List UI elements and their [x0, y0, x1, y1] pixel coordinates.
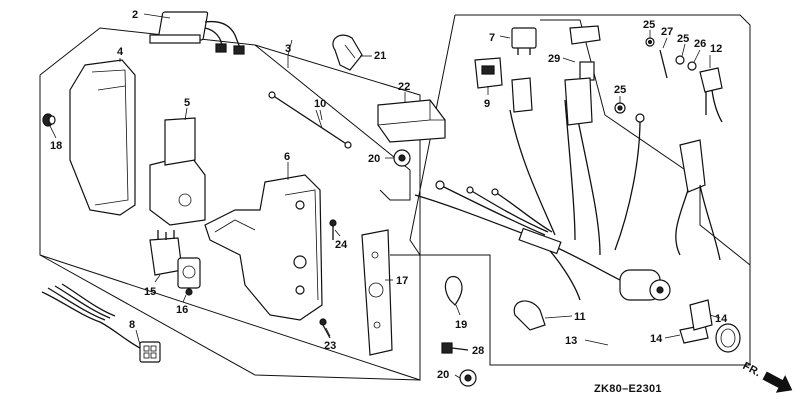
diagram-code: ZK80–E2301: [594, 383, 662, 395]
leader-lines: [49, 13, 721, 379]
part-12-terminal: [699, 67, 723, 123]
solenoid: [619, 269, 671, 301]
part-16-socket: [177, 257, 201, 296]
callout-14-left: 14: [650, 333, 663, 345]
callout-27: 27: [661, 26, 673, 38]
callout-8: 8: [129, 319, 135, 331]
part-17-gasket: [361, 229, 393, 356]
callout-3: 3: [285, 43, 291, 55]
callout-24: 24: [335, 239, 348, 251]
part-hardware-stack: [614, 37, 697, 114]
part-2-module: [149, 11, 245, 55]
front-direction-arrow: FR.: [741, 360, 793, 393]
part-22-pad: [377, 99, 446, 143]
callout-12: 12: [710, 43, 722, 55]
front-marker: FR.: [741, 360, 763, 379]
part-21-clip: [332, 34, 363, 71]
callout-25-mid: 25: [677, 33, 689, 45]
part-11-clamp: [513, 300, 546, 331]
part-6-control-panel: [204, 174, 323, 321]
part-8-sub-harness: [41, 283, 161, 363]
callout-13: 13: [565, 335, 577, 347]
callout-4: 4: [117, 46, 124, 58]
callout-28: 28: [472, 345, 484, 357]
callout-2: 2: [132, 9, 138, 21]
callout-26: 26: [694, 38, 706, 50]
callout-16: 16: [176, 304, 188, 316]
callout-19: 19: [455, 319, 467, 331]
callout-10: 10: [314, 98, 326, 110]
group-boundary-lines: [39, 14, 751, 381]
callout-23: 23: [324, 340, 336, 352]
part-4-cover: [69, 59, 136, 216]
callout-25-left: 25: [643, 19, 655, 31]
callout-22: 22: [398, 81, 410, 93]
callout-9: 9: [484, 98, 490, 110]
callout-11: 11: [574, 311, 586, 323]
part-24-screw: [329, 219, 337, 240]
part-7-relay: [511, 27, 537, 55]
callout-18: 18: [50, 140, 62, 152]
callout-6: 6: [284, 151, 290, 163]
callout-5: 5: [184, 97, 190, 109]
callout-21: 21: [374, 50, 386, 62]
part-14-terminals: [679, 299, 741, 353]
part-10-rod: [268, 91, 352, 149]
part-18-grommet: [42, 113, 56, 127]
callout-25-lower: 25: [614, 84, 626, 96]
part-23-screw: [319, 318, 331, 339]
part-20-clamp-upper: [393, 149, 411, 167]
part-5-bracket: [149, 117, 206, 226]
part-19-clip: [444, 276, 463, 306]
callout-20-lower: 20: [437, 369, 449, 381]
callout-15: 15: [144, 286, 156, 298]
arrow-icon: [762, 371, 793, 393]
callout-17: 17: [396, 275, 408, 287]
callout-29: 29: [548, 53, 560, 65]
part-20-clamp-lower: [459, 369, 477, 387]
part-13-main-harness: [414, 77, 645, 301]
part-9-fuse-holder: [474, 57, 503, 89]
part-1-terminal: [675, 139, 721, 261]
part-28-bolt: [441, 342, 469, 354]
callout-20-upper: 20: [368, 153, 380, 165]
callout-labels: 2 3 4 5 6 7 8 9 10 11 12 13 14 14 15 16 …: [50, 9, 728, 381]
part-29-fuse: [569, 25, 601, 81]
callout-14-right: 14: [715, 313, 728, 325]
part-15-switch: [149, 230, 183, 276]
callout-7: 7: [489, 32, 495, 44]
